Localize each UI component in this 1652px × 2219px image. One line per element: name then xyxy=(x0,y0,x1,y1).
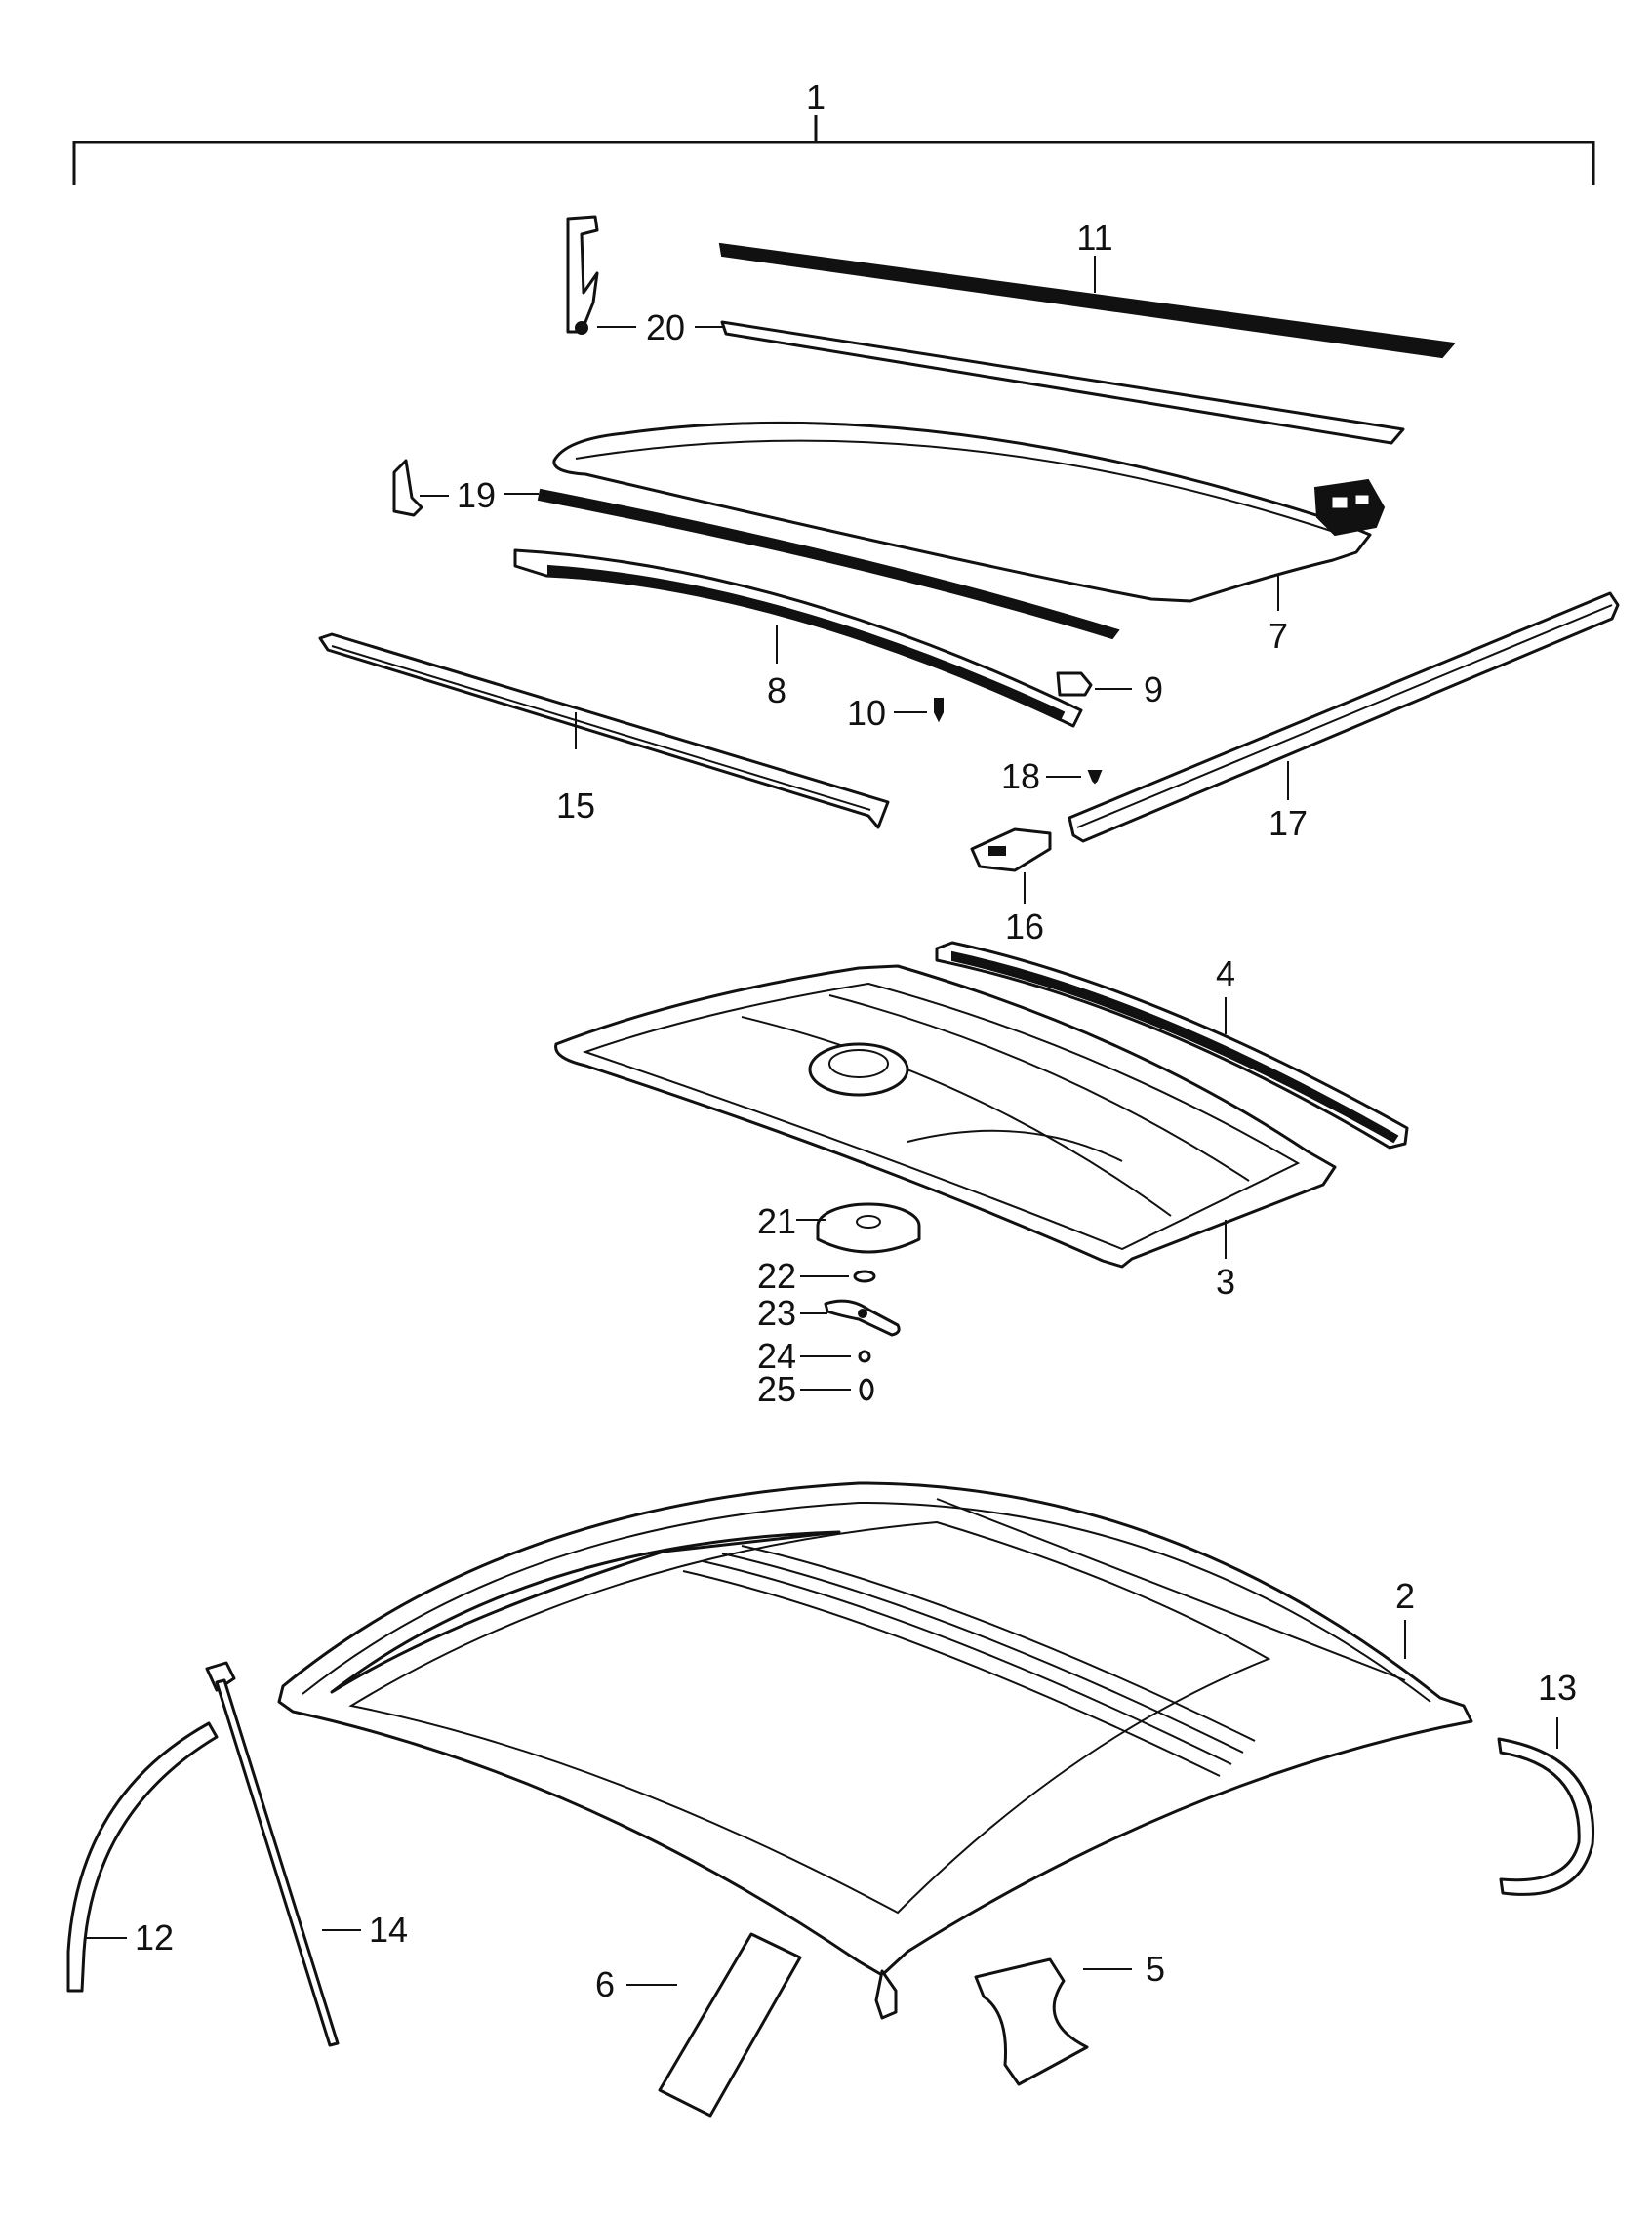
part-18-screw xyxy=(1087,770,1103,785)
part-9-clip xyxy=(1056,671,1093,697)
part-25-cap xyxy=(859,1378,874,1401)
part-24-nut xyxy=(858,1350,871,1363)
callout-5: 5 xyxy=(1146,1949,1165,1989)
callout-1: 1 xyxy=(806,77,826,117)
part-19-clip xyxy=(392,459,423,517)
part-12-left-seal xyxy=(66,1721,219,1993)
callout-13: 13 xyxy=(1538,1668,1577,1708)
callout-22: 22 xyxy=(757,1256,796,1296)
callout-3: 3 xyxy=(1216,1262,1235,1302)
callout-6: 6 xyxy=(595,1964,615,2004)
assembly-bracket xyxy=(72,115,1595,185)
callout-2: 2 xyxy=(1395,1576,1415,1616)
callout-24: 24 xyxy=(757,1336,796,1376)
part-21-crank-housing xyxy=(816,1202,921,1254)
callout-15: 15 xyxy=(556,786,595,826)
callout-14: 14 xyxy=(369,1910,408,1950)
callout-16: 16 xyxy=(1005,907,1044,947)
part-2-roof-frame xyxy=(277,1481,1473,2020)
callout-18: 18 xyxy=(1001,756,1040,796)
part-4-rail xyxy=(935,941,1409,1150)
part-19-strip xyxy=(537,488,1120,640)
callout-20: 20 xyxy=(646,307,685,347)
callout-19: 19 xyxy=(457,475,496,515)
part-17-side-guide xyxy=(1068,591,1620,843)
callout-4: 4 xyxy=(1216,953,1235,993)
callout-23: 23 xyxy=(757,1293,796,1333)
part-23-crank-handle xyxy=(824,1299,901,1337)
callout-25: 25 xyxy=(757,1369,796,1409)
callout-12: 12 xyxy=(135,1917,174,1957)
part-20-clip xyxy=(566,215,599,335)
part-6-strip xyxy=(658,1932,802,2118)
callout-10: 10 xyxy=(847,693,886,733)
callout-21: 21 xyxy=(757,1201,796,1241)
part-14-rod xyxy=(205,1661,340,2047)
callout-9: 9 xyxy=(1144,669,1163,709)
part-16-slider xyxy=(970,827,1052,872)
part-15-guide-strip xyxy=(318,632,890,829)
part-7-roof-panel xyxy=(552,421,1386,603)
part-3-frame xyxy=(554,964,1337,1269)
callout-17: 17 xyxy=(1269,803,1308,843)
callout-7: 7 xyxy=(1269,616,1288,656)
part-13-right-seal xyxy=(1497,1737,1595,1896)
part-20-strip xyxy=(720,320,1405,445)
part-10-screw xyxy=(934,698,944,723)
callout-8: 8 xyxy=(767,670,786,710)
part-22-washer xyxy=(853,1270,876,1283)
callout-11: 11 xyxy=(1076,218,1112,258)
part-5-plate xyxy=(974,1957,1089,2086)
part-8-curved-rail xyxy=(513,548,1083,728)
part-11-seal-strip xyxy=(718,242,1456,359)
